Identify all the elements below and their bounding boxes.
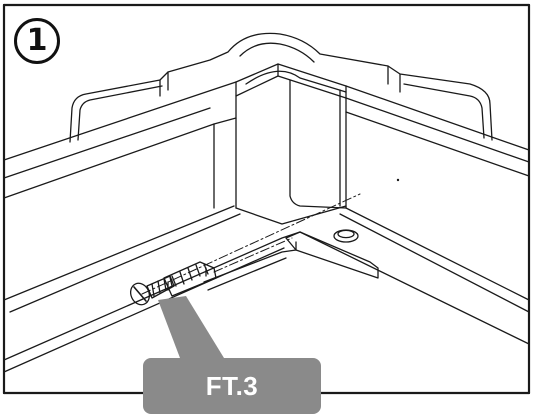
bottom-tray	[203, 178, 400, 291]
alignment-guide	[141, 193, 361, 295]
left-panel	[3, 81, 301, 373]
cabinet-rim	[69, 32, 493, 143]
right-panel	[299, 85, 530, 345]
callout-bubble	[143, 296, 321, 414]
step-number-badge: 1	[14, 18, 60, 64]
step-number: 1	[26, 23, 48, 58]
diagram-frame	[2, 3, 531, 395]
fastener-callout-label: FT.3	[205, 370, 259, 401]
mounting-hole-icon	[333, 229, 359, 243]
corner-post	[235, 63, 347, 225]
wood-screw-icon	[129, 275, 175, 306]
